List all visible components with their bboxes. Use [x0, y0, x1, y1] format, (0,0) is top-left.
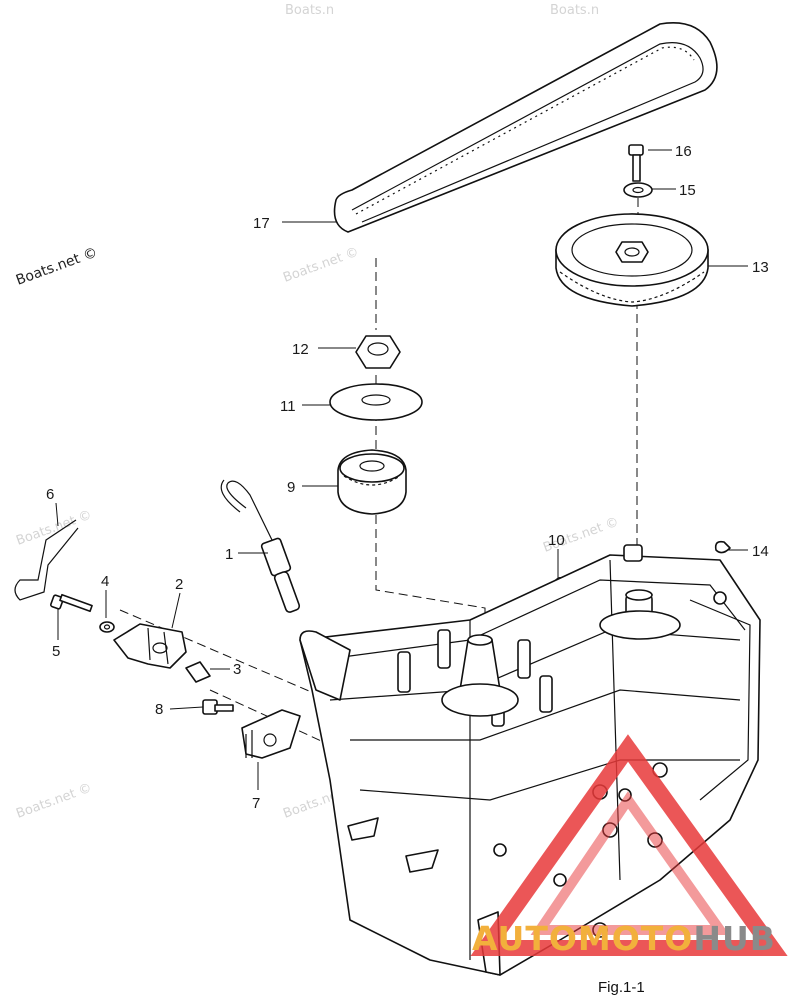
callout-5: 5	[52, 643, 60, 660]
bracket-2	[113, 623, 187, 669]
watermark-boats-net: Boats.net ©	[14, 245, 100, 289]
drive-pulley-9	[337, 449, 407, 515]
sleeve-3	[185, 661, 211, 683]
callout-14: 14	[752, 543, 769, 560]
leader-lines	[55, 149, 748, 790]
bolt-5	[50, 593, 93, 613]
callout-16: 16	[675, 143, 692, 160]
callout-17: 17	[253, 215, 270, 232]
callout-3: 3	[233, 661, 241, 678]
watermark-top: Boats.n	[285, 3, 334, 18]
cylinder-block	[299, 544, 761, 976]
nut-12	[355, 335, 401, 369]
callout-1: 1	[225, 546, 233, 563]
brand-part-c: HUB	[693, 919, 776, 958]
brand-part-a: AUTOMOTOHUB	[472, 919, 776, 958]
key-14	[714, 540, 731, 554]
screw-8	[202, 699, 234, 715]
callout-2: 2	[175, 576, 183, 593]
callout-4: 4	[101, 573, 109, 590]
watermark-mid: Boats.net ©	[281, 245, 361, 286]
watermark-top-right: Boats.n	[550, 3, 599, 18]
plate-7	[241, 709, 301, 759]
callout-10: 10	[548, 532, 565, 549]
callout-11: 11	[280, 398, 296, 415]
callout-8: 8	[155, 701, 163, 718]
callout-15: 15	[679, 182, 696, 199]
spring-wire-6	[14, 519, 79, 601]
watermark-left: Boats.net ©	[14, 508, 94, 549]
sensor-1	[220, 479, 301, 613]
washer-11	[329, 383, 423, 421]
callout-12: 12	[292, 341, 309, 358]
callout-labels: 17 16 15 13 12 11 9 1 6 4 5 2 3 8 7 10 1…	[46, 143, 769, 812]
callout-9: 9	[287, 479, 295, 496]
washer-15	[623, 182, 653, 198]
brand-part-b: MOTO	[578, 919, 693, 958]
automotohub-logo	[470, 734, 788, 956]
callout-13: 13	[752, 259, 769, 276]
driven-pulley-13	[555, 213, 709, 307]
figure-label: Fig.1-1	[598, 979, 645, 996]
watermark-bottom-left: Boats.net ©	[14, 781, 94, 822]
bolt-16	[628, 144, 644, 182]
timing-belt	[333, 22, 718, 233]
callout-7: 7	[252, 795, 260, 812]
callout-6: 6	[46, 486, 54, 503]
washer-4	[99, 621, 115, 633]
brand-wordmark: AUTOMOTOHUB	[472, 919, 776, 958]
